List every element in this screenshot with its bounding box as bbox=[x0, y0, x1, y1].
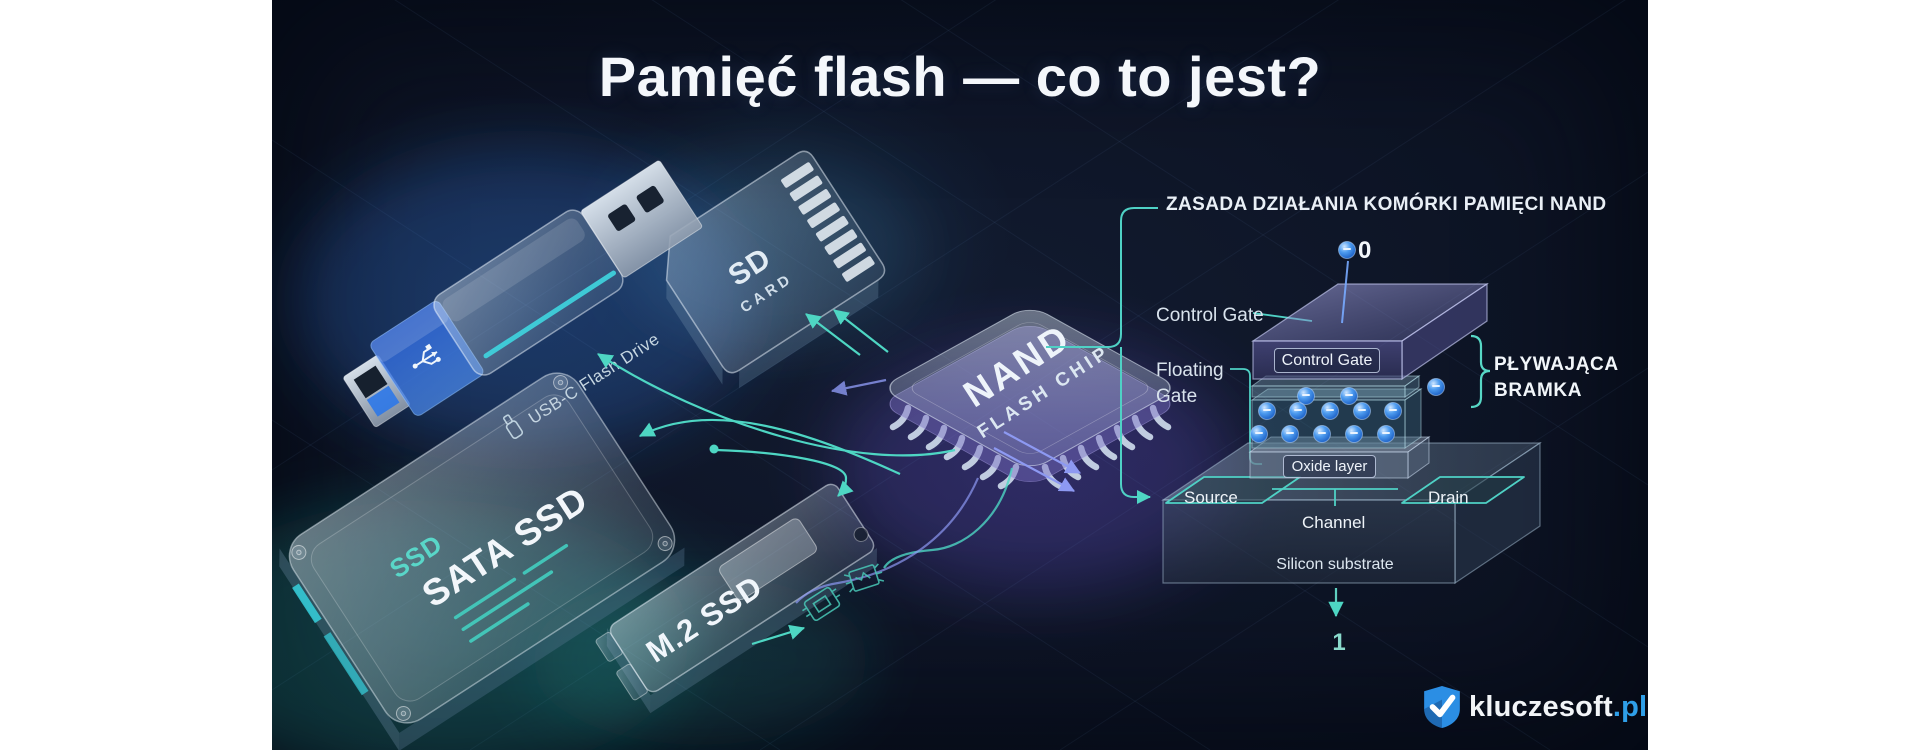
control-gate-label: Control Gate bbox=[1156, 305, 1264, 326]
bit0-electron-icon bbox=[1337, 240, 1357, 260]
floating-gate-label: Floating Gate bbox=[1156, 358, 1224, 410]
bit1-value: 1 bbox=[1332, 629, 1346, 656]
ssd-screws bbox=[291, 375, 673, 721]
brand-name: kluczesoft.pl bbox=[1469, 691, 1647, 724]
channel-label: Channel bbox=[1302, 513, 1366, 532]
callout-line2: BRAMKA bbox=[1494, 380, 1583, 401]
drain-region bbox=[1401, 476, 1525, 504]
flow-arrows-teal bbox=[597, 309, 1014, 646]
floating-gate-brace bbox=[1470, 334, 1491, 409]
callout-line1: PŁYWAJĄCA bbox=[1494, 354, 1619, 375]
floating-gate-label-line2: Gate bbox=[1156, 386, 1198, 407]
flow-node-dot bbox=[709, 444, 719, 454]
drain-label: Drain bbox=[1428, 488, 1469, 507]
floating-gate-label-line1: Floating bbox=[1156, 360, 1224, 381]
chip-icon bbox=[802, 586, 841, 622]
usb-flash-drive bbox=[343, 160, 703, 428]
source-label: Source bbox=[1184, 488, 1238, 507]
channel-bracket bbox=[1272, 488, 1398, 506]
shield-check-icon bbox=[1424, 686, 1460, 728]
floating-gate-callout: PŁYWAJĄCA BRAMKA bbox=[1494, 352, 1619, 404]
brand-logo: kluczesoft.pl bbox=[1424, 686, 1647, 728]
bit0-value: 0 bbox=[1358, 237, 1372, 264]
brand-tld: .pl bbox=[1612, 690, 1648, 723]
oxide-layer-badge: Oxide layer bbox=[1283, 455, 1376, 478]
die-icon bbox=[843, 563, 885, 593]
m2-ssd: M.2 SSD bbox=[595, 483, 878, 714]
sd-contact-pins bbox=[781, 162, 875, 282]
ssd-decor-lines bbox=[453, 543, 569, 643]
bit0-line bbox=[1341, 260, 1349, 324]
usb-trident-icon bbox=[412, 343, 441, 369]
brand-name-text: kluczesoft bbox=[1469, 690, 1613, 723]
sd-card: SD CARD bbox=[665, 150, 886, 389]
nand-chip: NAND FLASH CHIP bbox=[889, 309, 1171, 482]
flow-arrows-blue bbox=[795, 378, 1081, 604]
page-title: Pamięć flash — co to jest? bbox=[598, 45, 1322, 108]
substrate-label: Silicon substrate bbox=[1276, 556, 1394, 573]
control-gate-badge: Control Gate bbox=[1274, 348, 1380, 373]
diagram-heading: ZASADA DZIAŁANIA KOMÓRKI PAMIĘCI NAND bbox=[1166, 194, 1607, 215]
sata-ssd: SSD SATA SSD bbox=[279, 372, 685, 750]
